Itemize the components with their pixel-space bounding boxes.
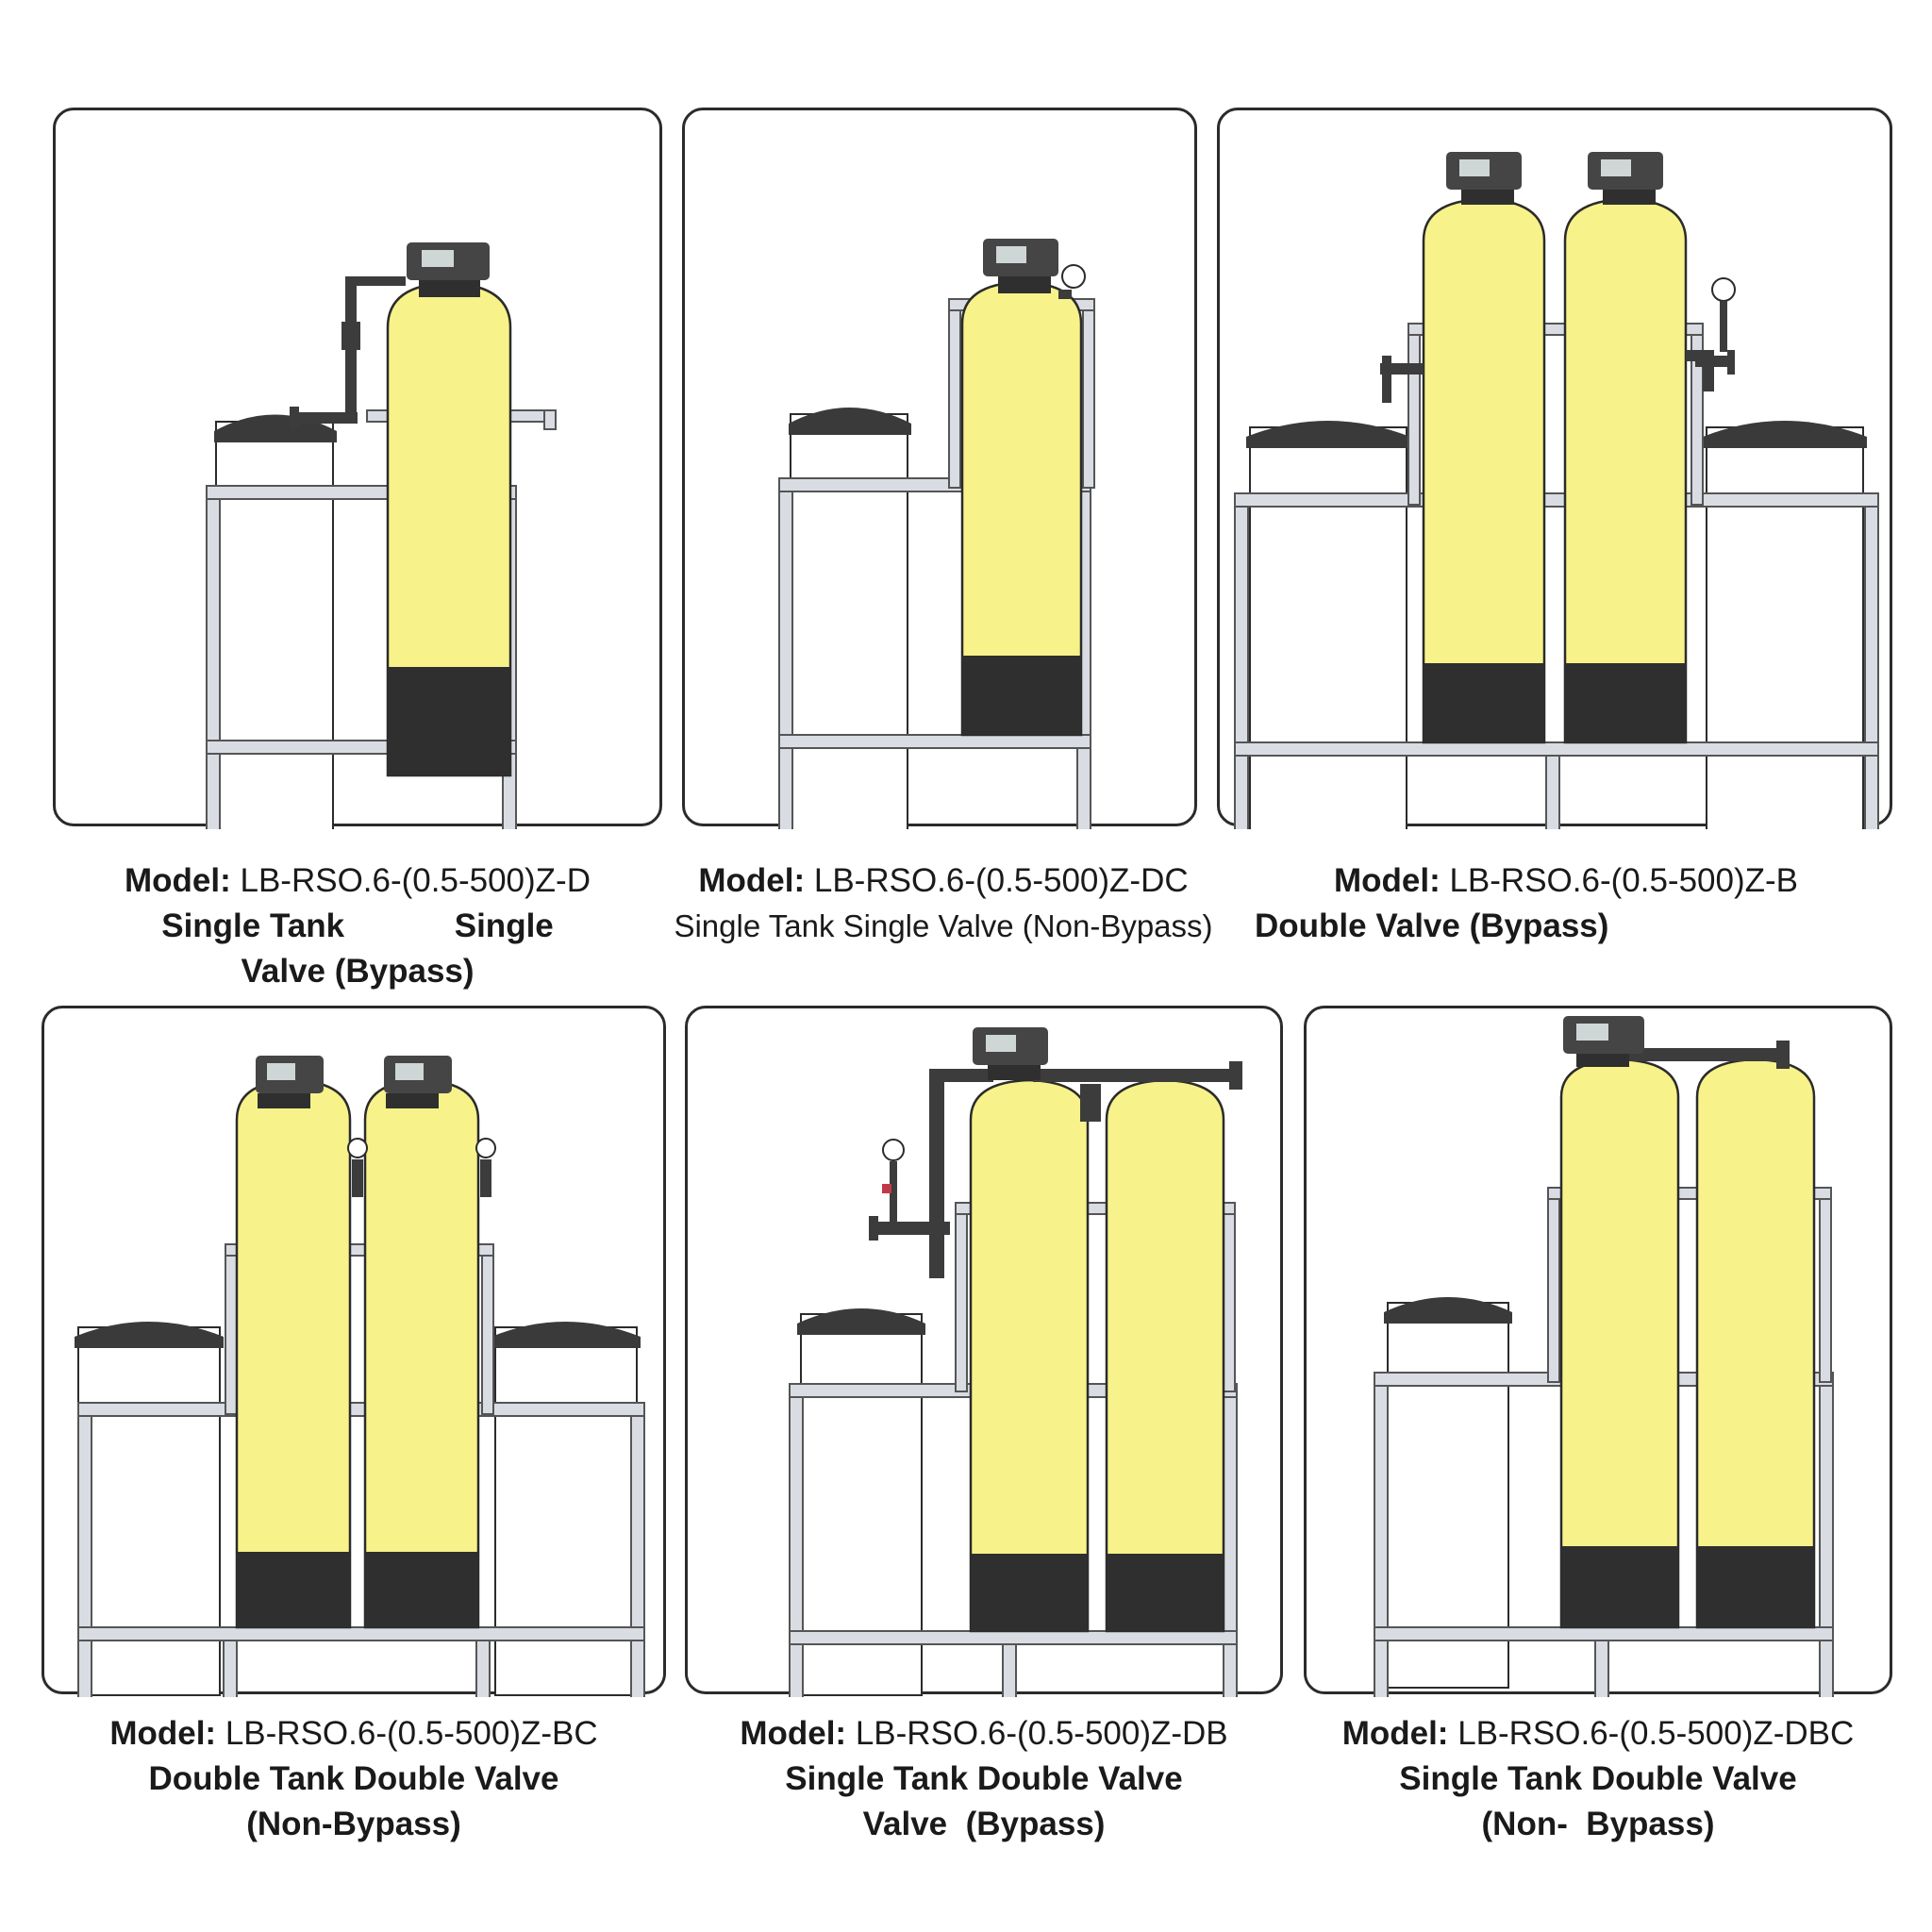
brine-tank <box>1249 426 1407 829</box>
resin-tank <box>1563 197 1688 744</box>
connecting-pipe <box>1608 1041 1790 1069</box>
pressure-gauge-icon <box>475 1138 496 1197</box>
control-valve <box>983 239 1058 293</box>
tank-base <box>1565 663 1686 742</box>
unit-illustration <box>1234 152 1879 829</box>
panel-single-tank-double-valve-non-bypass <box>1304 1006 1892 1697</box>
caption-panel-5: Model: LB-RSO.6-(0.5-500)Z-DB Single Tan… <box>685 1711 1283 1847</box>
unit-illustration <box>206 242 557 829</box>
model-label: Model: <box>1333 862 1441 899</box>
model-line: Model: LB-RSO.6-(0.5-500)Z-D <box>53 858 662 904</box>
control-valve <box>973 1027 1048 1080</box>
panel-single-tank-single-valve-bypass <box>53 108 662 829</box>
resin-tank <box>1422 197 1546 744</box>
model-line: Model: LB-RSO.6-(0.5-500)Z-DC <box>660 858 1226 904</box>
model-label: Model: <box>740 1715 847 1752</box>
tank-base <box>1424 663 1544 742</box>
bypass-piping <box>869 1061 1242 1278</box>
caption-panel-2: Model: LB-RSO.6-(0.5-500)Z-DC Single Tan… <box>660 858 1226 949</box>
control-valve <box>1588 152 1663 205</box>
tank-base <box>237 1552 350 1627</box>
description-line: Double Valve (Bypass) <box>1255 908 1609 944</box>
brine-lid <box>491 1322 641 1348</box>
bypass-piping <box>290 276 406 429</box>
pressure-gauge-icon <box>347 1138 368 1197</box>
model-line: Model: LB-RSO.6-(0.5-500)Z-DB <box>685 1711 1283 1757</box>
bypass-piping <box>1380 350 1735 403</box>
brine-lid <box>1384 1297 1512 1324</box>
description-line: Double Tank Double Valve <box>148 1760 559 1797</box>
model-label: Model: <box>698 862 806 899</box>
panel-double-tank-double-valve-non-bypass <box>42 1006 666 1697</box>
tank-base <box>971 1554 1088 1631</box>
resin-tank <box>363 1078 480 1629</box>
unit-illustration <box>75 1056 645 1697</box>
description-line: (Non-Bypass) <box>246 1806 461 1842</box>
tank-base <box>365 1552 478 1627</box>
model-line: Model: LB-RSO.6-(0.5-500)Z-DBC <box>1304 1711 1892 1757</box>
tank-base <box>388 667 510 775</box>
tank-base <box>1561 1546 1678 1627</box>
pressure-gauge-icon <box>882 1139 905 1222</box>
brine-lid <box>797 1308 925 1335</box>
brine-lid <box>1246 421 1410 448</box>
resin-tank <box>1559 1058 1680 1629</box>
tank-base <box>1107 1554 1224 1631</box>
model-label: Model: <box>109 1715 217 1752</box>
model-line: Model: LB-RSO.6-(0.5-500)Z-B <box>1255 858 1877 904</box>
resin-tank <box>969 1078 1090 1633</box>
brine-lid <box>1703 421 1867 448</box>
resin-tank <box>1695 1058 1816 1629</box>
control-valve <box>1563 1016 1644 1067</box>
control-valve <box>407 242 490 297</box>
description-line: Single Tank Double Valve <box>785 1760 1183 1797</box>
panel-double-valve-bypass <box>1217 108 1892 829</box>
brine-tank <box>215 421 334 829</box>
model-code: LB-RSO.6-(0.5-500)Z-B <box>1449 862 1799 899</box>
brine-lid <box>789 408 911 435</box>
description-line: Single Tank Single Valve (Non-Bypass) <box>674 908 1213 943</box>
model-code: LB-RSO.6-(0.5-500)Z-DBC <box>1457 1715 1855 1752</box>
model-label: Model: <box>125 862 231 899</box>
brine-tank <box>1706 426 1864 829</box>
panel-single-tank-single-valve-non-bypass <box>682 108 1197 829</box>
control-valve <box>384 1056 452 1108</box>
brine-tank <box>790 413 908 829</box>
caption-panel-3: Model: LB-RSO.6-(0.5-500)Z-B Double Valv… <box>1255 858 1877 949</box>
caption-panel-4: Model: LB-RSO.6-(0.5-500)Z-BC Double Tan… <box>42 1711 666 1847</box>
description-line: Valve (Bypass) <box>862 1806 1106 1842</box>
model-label: Model: <box>1341 1715 1449 1752</box>
unit-illustration <box>778 239 1095 829</box>
description-line: Single Tank Single <box>161 908 554 944</box>
control-valve <box>256 1056 324 1108</box>
description-line: Valve (Bypass) <box>241 953 475 990</box>
pressure-gauge-icon <box>1711 277 1736 352</box>
resin-tank <box>1105 1078 1225 1633</box>
unit-illustration <box>1374 1016 1834 1697</box>
caption-panel-1: Model: LB-RSO.6-(0.5-500)Z-D Single Tank… <box>53 858 662 994</box>
tank-base <box>1697 1546 1814 1627</box>
model-line: Model: LB-RSO.6-(0.5-500)Z-BC <box>42 1711 666 1757</box>
panel-single-tank-double-valve-bypass <box>685 1006 1283 1697</box>
description-line: (Non- Bypass) <box>1481 1806 1715 1842</box>
brine-lid <box>75 1322 224 1348</box>
model-code: LB-RSO.6-(0.5-500)Z-DC <box>813 862 1189 899</box>
control-valve <box>1446 152 1522 205</box>
pressure-gauge-icon <box>1058 264 1086 299</box>
tank-base <box>962 656 1081 735</box>
description-line: Single Tank Double Valve <box>1399 1760 1797 1797</box>
model-code: LB-RSO.6-(0.5-500)Z-BC <box>225 1715 598 1752</box>
unit-illustration <box>789 1027 1242 1697</box>
model-code: LB-RSO.6-(0.5-500)Z-D <box>240 862 591 899</box>
resin-tank <box>235 1078 352 1629</box>
model-code: LB-RSO.6-(0.5-500)Z-DB <box>855 1715 1228 1752</box>
caption-panel-6: Model: LB-RSO.6-(0.5-500)Z-DBC Single Ta… <box>1304 1711 1892 1847</box>
